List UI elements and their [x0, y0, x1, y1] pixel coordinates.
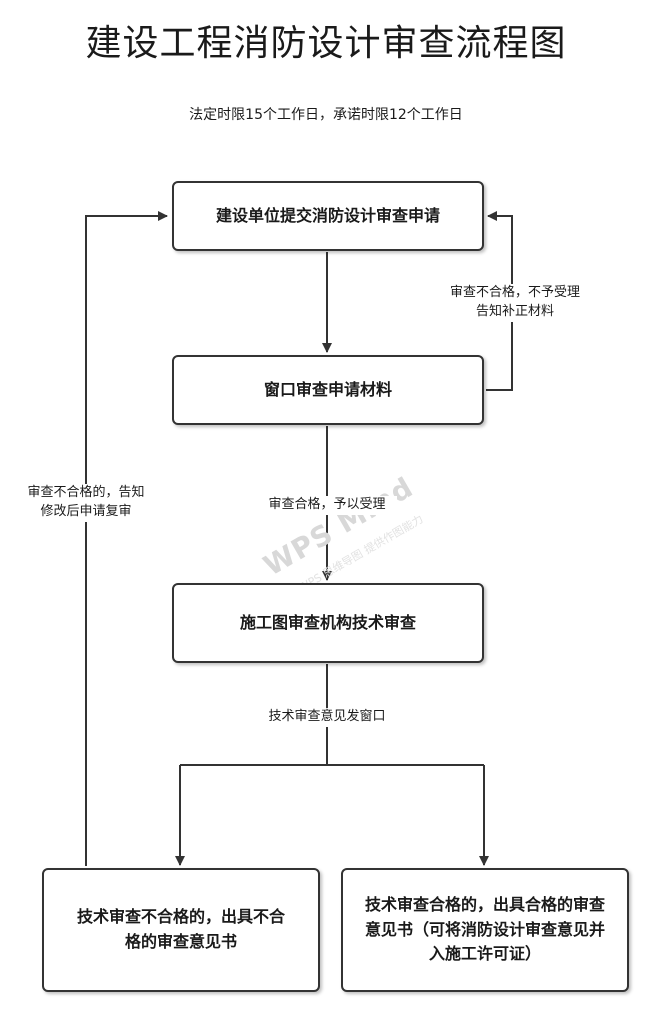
- node-submit-label: 建设单位提交消防设计审查申请: [215, 205, 440, 225]
- node-pass-label: 技术审查合格的，出具合格的审查意见书（可将消防设计审查意见并入施工许可证）: [364, 894, 605, 964]
- edge-label-reject-supplement: 审查不合格，不予受理 告知补正材料: [430, 284, 600, 322]
- edge-label-send-to-window: 技术审查意见发窗口: [247, 708, 407, 727]
- time-limit-note: 法定时限15个工作日，承诺时限12个工作日: [189, 107, 463, 123]
- page-title: 建设工程消防设计审查流程图: [85, 23, 567, 64]
- node-tech-review: 施工图审查机构技术审查: [172, 583, 484, 663]
- node-window-review-label: 窗口审查申请材料: [263, 379, 392, 399]
- node-pass-opinion: 技术审查合格的，出具合格的审查意见书（可将消防设计审查意见并入施工许可证）: [341, 868, 629, 992]
- edge-label-fail-resubmit: 审查不合格的，告知 修改后申请复审: [10, 484, 162, 522]
- node-tech-review-label: 施工图审查机构技术审查: [239, 612, 416, 632]
- node-fail-label: 技术审查不合格的，出具不合格的审查意见书: [76, 907, 285, 951]
- node-fail-opinion: 技术审查不合格的，出具不合格的审查意见书: [42, 868, 320, 992]
- node-window-review: 窗口审查申请材料: [172, 355, 484, 425]
- arrow-resubmit-loop: [85, 211, 168, 866]
- edge-label-accept: 审查合格，予以受理: [257, 496, 397, 515]
- node-submit-application: 建设单位提交消防设计审查申请: [172, 181, 484, 251]
